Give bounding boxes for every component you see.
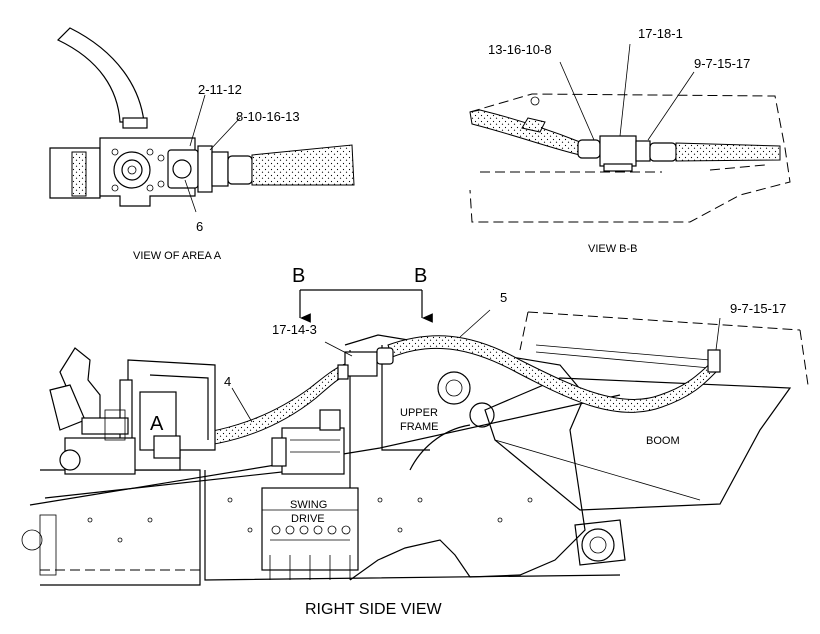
callout-2-11-12: 2-11-12 <box>198 82 242 97</box>
label-upper: UPPER <box>400 407 438 419</box>
callout-17-18-1: 17-18-1 <box>638 26 683 41</box>
section-letter-b-left: B <box>292 265 305 287</box>
label-boom: BOOM <box>646 435 680 447</box>
callout-17-14-3: 17-14-3 <box>272 322 317 337</box>
area-letter-a: A <box>150 413 164 435</box>
label-swing: SWING <box>290 499 327 511</box>
label-frame: FRAME <box>400 421 439 433</box>
callout-9-7-15-17-b: 9-7-15-17 <box>694 56 750 71</box>
callout-4: 4 <box>224 374 231 389</box>
callout-5: 5 <box>500 290 507 305</box>
caption-view-b-b: VIEW B-B <box>588 243 638 255</box>
right-side-view: B B UPPER FRAME BOOM 5 <box>21 265 809 618</box>
view-area-a: 2-11-12 8-10-16-13 6 VIEW OF AREA A <box>49 27 355 262</box>
callout-8-10-16-13: 8-10-16-13 <box>236 109 300 124</box>
section-letter-b-right: B <box>414 265 427 287</box>
label-drive: DRIVE <box>291 513 325 525</box>
callout-9-7-15-17-rsv: 9-7-15-17 <box>730 301 786 316</box>
view-b-b: 13-16-10-8 17-18-1 9-7-15-17 VIEW B-B <box>469 26 791 255</box>
caption-view-area-a: VIEW OF AREA A <box>133 250 222 262</box>
callout-13-16-10-8: 13-16-10-8 <box>488 42 552 57</box>
callout-6: 6 <box>196 219 203 234</box>
caption-right-side-view: RIGHT SIDE VIEW <box>305 601 443 618</box>
